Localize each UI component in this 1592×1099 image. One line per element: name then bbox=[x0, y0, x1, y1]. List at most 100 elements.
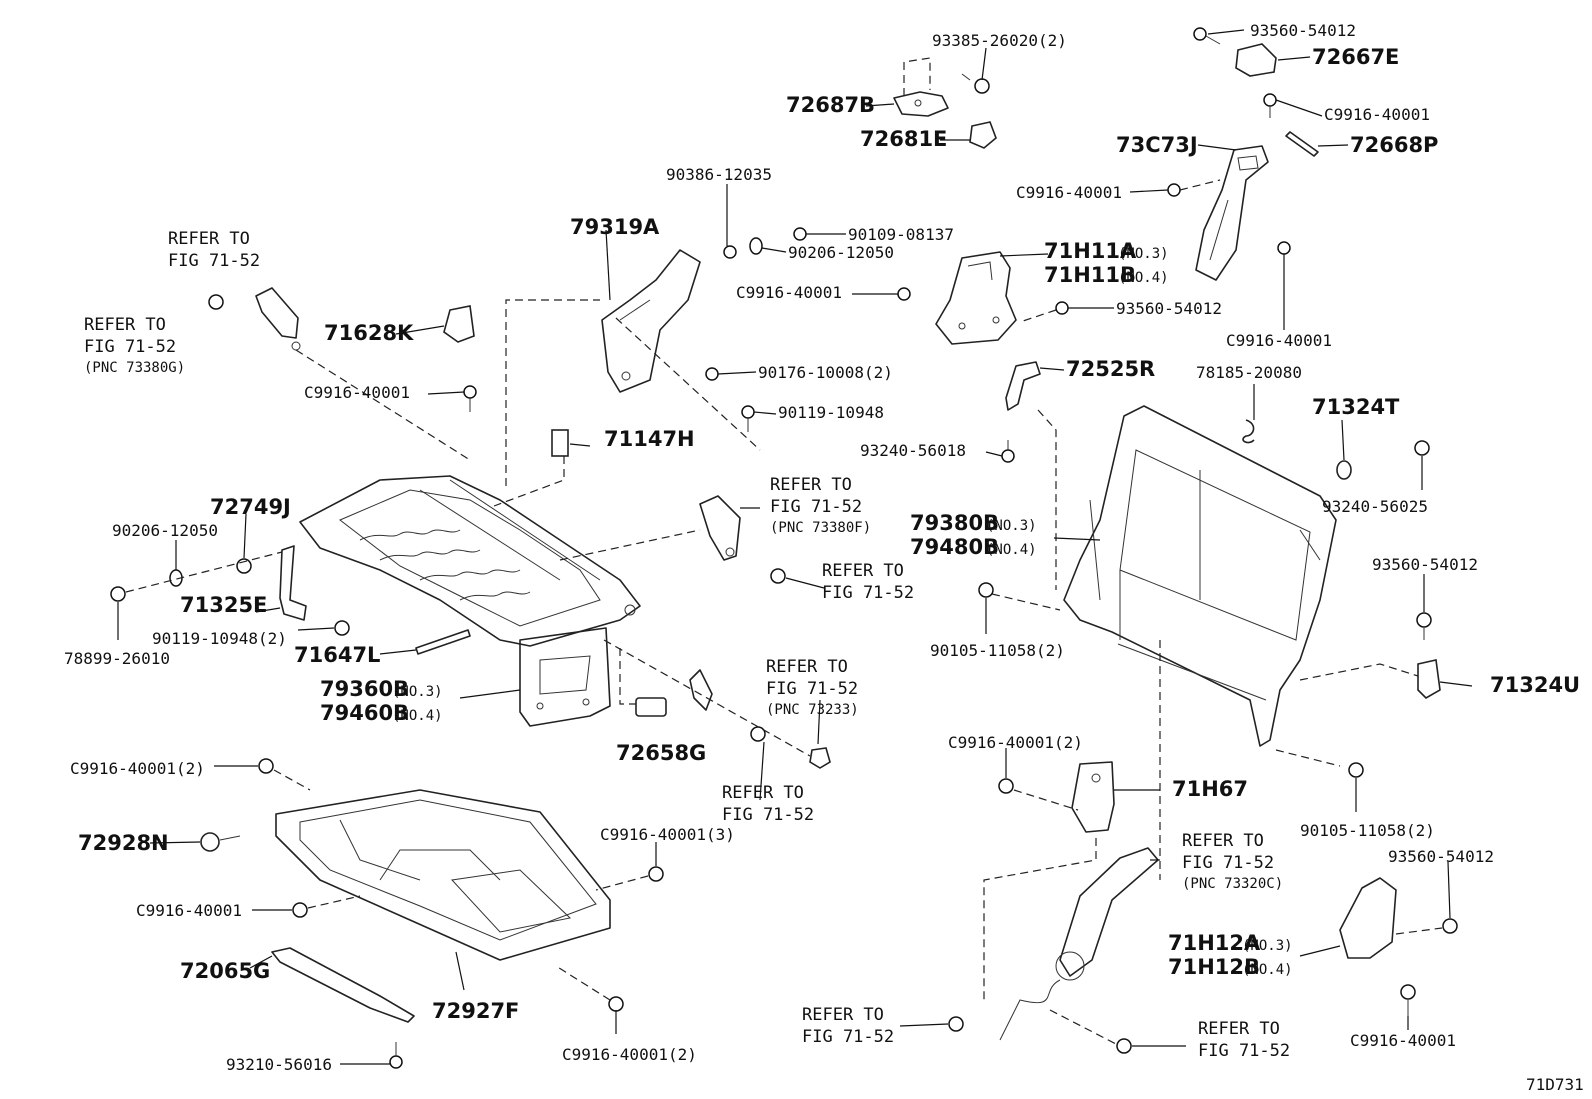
part-73233-cover bbox=[689, 669, 713, 711]
ref6-line2: FIG 71-52 bbox=[722, 805, 814, 825]
label-72749j: 72749J bbox=[210, 495, 291, 519]
part-72927f-tray bbox=[275, 789, 611, 961]
diagram-id: 71D731 bbox=[1526, 1075, 1584, 1094]
bolt-93240a-icon bbox=[1001, 440, 1015, 463]
leader-lines bbox=[117, 29, 1473, 1065]
label-93385-26020: 93385-26020(2) bbox=[932, 31, 1067, 50]
label-c9916-40001-c: C9916-40001 bbox=[736, 283, 842, 302]
label-90119-10948-a: 90119-10948 bbox=[778, 403, 884, 422]
part-73c73j-guide bbox=[1195, 145, 1269, 281]
label-71h12a-no: (NO.3) bbox=[1242, 938, 1293, 954]
label-93210-56016: 93210-56016 bbox=[226, 1055, 332, 1074]
part-ref5-clip bbox=[809, 747, 831, 769]
label-71h11b: 71H11B bbox=[1044, 263, 1136, 287]
label-90206-12050-b: 90206-12050 bbox=[112, 521, 218, 540]
bolt-c9916h-icon bbox=[648, 866, 664, 882]
nut-72749j-icon bbox=[236, 558, 252, 574]
part-belt-buckle-left bbox=[255, 287, 301, 351]
label-71647l: 71647L bbox=[294, 643, 380, 667]
bolt-93240b-icon bbox=[1414, 440, 1430, 456]
part-belt-buckle-center bbox=[699, 495, 741, 561]
label-c9916-40001-i: C9916-40001 bbox=[136, 901, 242, 920]
label-90105-11058-b: 90105-11058(2) bbox=[1300, 821, 1435, 840]
label-79360b-no: (NO.3) bbox=[392, 684, 443, 700]
ref9-line2: FIG 71-52 bbox=[1198, 1041, 1290, 1061]
label-c9916-40001-b: C9916-40001 bbox=[1016, 183, 1122, 202]
label-90176-10008: 90176-10008(2) bbox=[758, 363, 893, 382]
label-71h12a: 71H12A bbox=[1168, 931, 1261, 955]
label-79380b-no: (NO.3) bbox=[986, 518, 1037, 534]
nut-90176-icon bbox=[705, 367, 719, 381]
ref5-line1: REFER TO bbox=[766, 657, 848, 677]
ref1-line2: FIG 71-52 bbox=[168, 251, 260, 271]
part-79319a-bracket bbox=[601, 249, 701, 393]
part-71324u-clip bbox=[1417, 659, 1441, 699]
label-78185-20080: 78185-20080 bbox=[1196, 363, 1302, 382]
part-79380b-seatback-frame bbox=[1063, 405, 1337, 747]
ref6-line1: REFER TO bbox=[722, 783, 804, 803]
part-78185-hook bbox=[1242, 419, 1255, 444]
bolt-93560a-icon bbox=[1193, 27, 1221, 45]
ref3-line2: FIG 71-52 bbox=[770, 497, 862, 517]
bolt-ref1-icon bbox=[208, 294, 224, 310]
part-71h11-cover bbox=[935, 251, 1017, 345]
bolt-90119b-icon bbox=[334, 620, 350, 636]
part-72525r-latch bbox=[1005, 361, 1041, 411]
bolt-93385-icon bbox=[961, 73, 990, 94]
label-79460b-no: (NO.4) bbox=[392, 708, 443, 724]
label-72927f: 72927F bbox=[432, 999, 519, 1023]
part-72681e-clip bbox=[969, 121, 997, 149]
label-c9916-40001-e: C9916-40001 bbox=[304, 383, 410, 402]
label-73c73j: 73C73J bbox=[1116, 133, 1198, 157]
label-93240-56025: 93240-56025 bbox=[1322, 497, 1428, 516]
label-71147h: 71147H bbox=[604, 427, 695, 451]
label-c9916-40001-h: C9916-40001(3) bbox=[600, 825, 735, 844]
label-71h11a-no: (NO.3) bbox=[1118, 246, 1169, 262]
bolt-c9916k-icon bbox=[608, 996, 624, 1012]
bolt-90105b-icon bbox=[1348, 762, 1364, 778]
label-72668p: 72668P bbox=[1350, 133, 1438, 157]
bolt-93560b-icon bbox=[1019, 301, 1069, 323]
part-72658g-pad bbox=[635, 697, 667, 717]
part-79360b-bracket bbox=[519, 627, 611, 727]
label-71h67: 71H67 bbox=[1172, 777, 1248, 801]
label-93560-54012-d: 93560-54012 bbox=[1388, 847, 1494, 866]
bolt-90109-icon bbox=[793, 227, 807, 241]
label-72928n: 72928N bbox=[78, 831, 169, 855]
label-93560-54012-b: 93560-54012 bbox=[1116, 299, 1222, 318]
label-c9916-40001-a: C9916-40001 bbox=[1324, 105, 1430, 124]
label-71628k: 71628K bbox=[324, 321, 414, 345]
bolt-c9916i-icon bbox=[292, 902, 308, 918]
washer-90206a-icon bbox=[749, 237, 763, 255]
part-71325e-plate bbox=[279, 545, 307, 621]
label-71h12b-no: (NO.4) bbox=[1242, 962, 1293, 978]
part-72065g-strap bbox=[271, 947, 415, 1023]
bolt-ref8-icon bbox=[948, 1016, 964, 1032]
label-c9916-40001-g: C9916-40001(2) bbox=[948, 733, 1083, 752]
label-71324t: 71324T bbox=[1312, 395, 1400, 419]
ref1-line1: REFER TO bbox=[168, 229, 250, 249]
bolt-c9916a-icon bbox=[1263, 93, 1277, 118]
label-71324u: 71324U bbox=[1490, 673, 1580, 697]
bolt-ref4-icon bbox=[770, 568, 786, 584]
label-79319a: 79319A bbox=[570, 215, 660, 239]
ref4-line2: FIG 71-52 bbox=[822, 583, 914, 603]
ref2-line3: (PNC 73380G) bbox=[84, 360, 185, 376]
label-c9916-40001-d: C9916-40001 bbox=[1226, 331, 1332, 350]
bolt-c9916j-icon bbox=[1400, 984, 1416, 1016]
label-90386-12035: 90386-12035 bbox=[666, 165, 772, 184]
label-c9916-40001-j: C9916-40001 bbox=[1350, 1031, 1456, 1050]
callout-labels: 93385-26020(2) 93560-54012 72667E 72687B… bbox=[64, 21, 1584, 1094]
ref5-line3: (PNC 73233) bbox=[766, 702, 859, 718]
ref7-line1: REFER TO bbox=[1182, 831, 1264, 851]
ref8-line1: REFER TO bbox=[802, 1005, 884, 1025]
bolt-c9916d-icon bbox=[1277, 241, 1291, 255]
part-71147h-label bbox=[551, 429, 569, 457]
label-93560-54012-c: 93560-54012 bbox=[1372, 555, 1478, 574]
bolt-93560c-icon bbox=[1416, 612, 1432, 640]
part-72668p-strip bbox=[1285, 131, 1319, 157]
ref7-line2: FIG 71-52 bbox=[1182, 853, 1274, 873]
label-71h12b: 71H12B bbox=[1168, 955, 1260, 979]
label-90119-10948-b: 90119-10948(2) bbox=[152, 629, 287, 648]
